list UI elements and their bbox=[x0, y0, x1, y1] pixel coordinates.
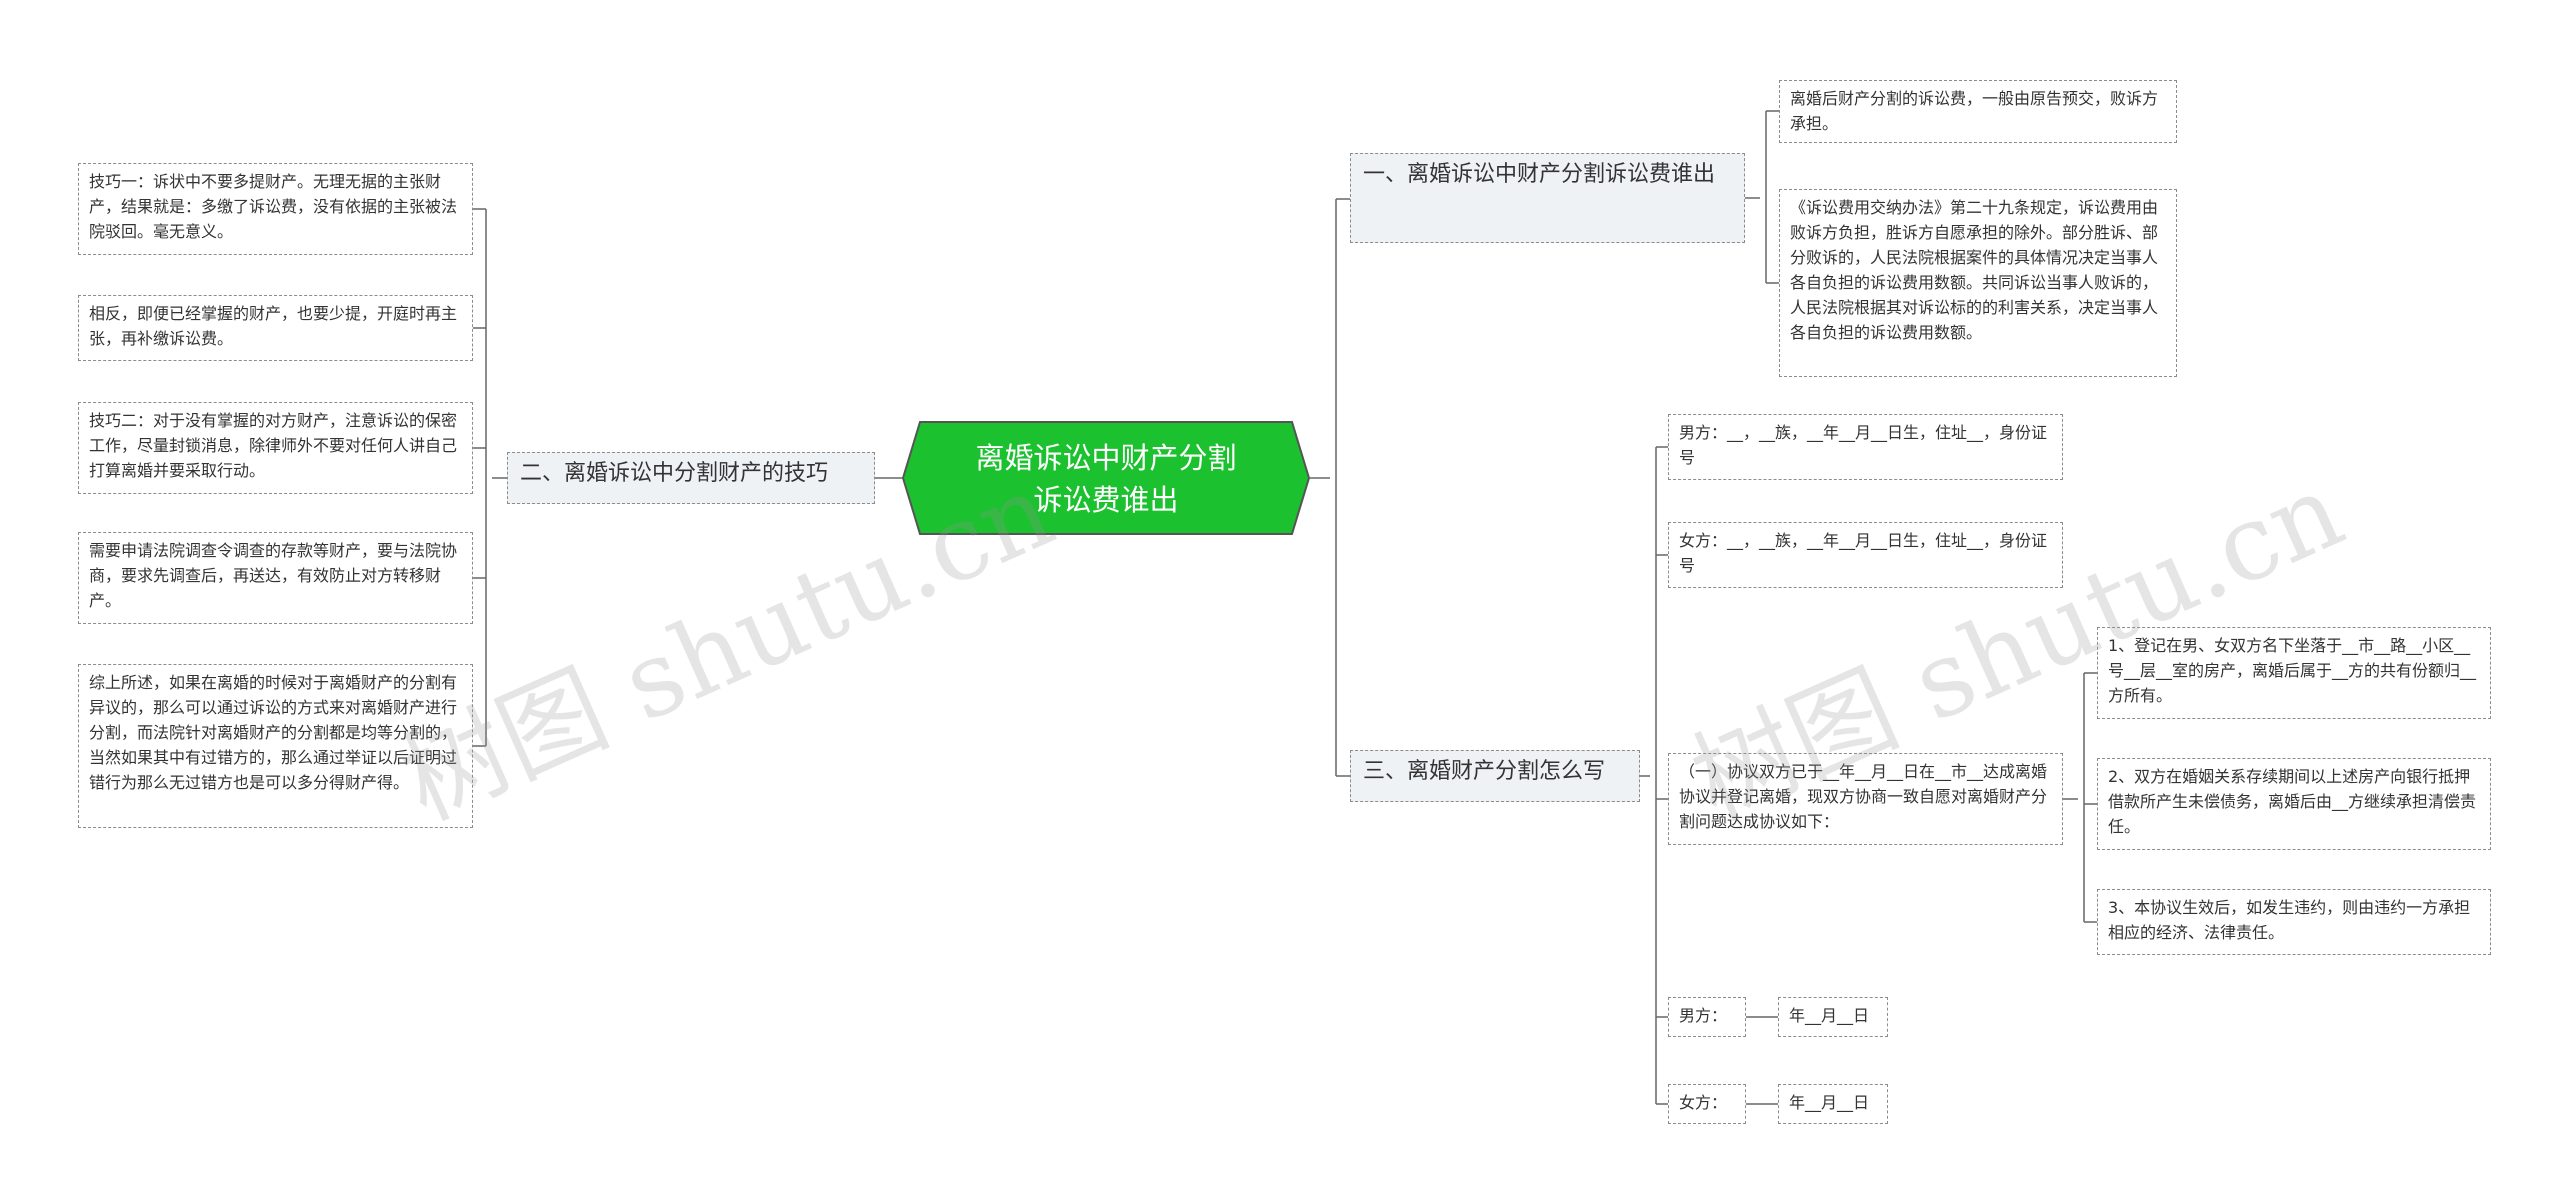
leaf-female-date[interactable]: 年__月__日 bbox=[1778, 1084, 1888, 1124]
leaf-tip-one[interactable]: 技巧一：诉状中不要多提财产。无理无据的主张财产，结果就是：多缴了诉讼费，没有依据… bbox=[78, 163, 473, 255]
branch-litigation-fee-label: 一、离婚诉讼中财产分割诉讼费谁出 bbox=[1363, 162, 1716, 187]
leaf-male-sign-text: 男方： bbox=[1679, 1006, 1728, 1025]
leaf-female-sign[interactable]: 女方： bbox=[1668, 1084, 1746, 1124]
leaf-fee-prepaid[interactable]: 离婚后财产分割的诉讼费，一般由原告预交，败诉方承担。 bbox=[1779, 80, 2177, 143]
leaf-agreement-text: （一）协议双方已于__年__月__日在__市__达成离婚协议并登记离婚，现双方协… bbox=[1679, 762, 2048, 831]
branch-how-to-write[interactable]: 三、离婚财产分割怎么写 bbox=[1350, 750, 1640, 802]
leaf-summary[interactable]: 综上所述，如果在离婚的时候对于离婚财产的分割有异议的，那么可以通过诉讼的方式来对… bbox=[78, 664, 473, 828]
leaf-fee-regulation-text: 《诉讼费用交纳办法》第二十九条规定，诉讼费用由败诉方负担，胜诉方自愿承担的除外。… bbox=[1790, 198, 2159, 342]
leaf-male-sign[interactable]: 男方： bbox=[1668, 997, 1746, 1037]
leaf-female-date-text: 年__月__日 bbox=[1789, 1093, 1870, 1112]
leaf-clause-debt-text: 2、双方在婚姻关系存续期间以上述房产向银行抵押借款所产生未偿债务，离婚后由__方… bbox=[2108, 767, 2477, 836]
leaf-agreement[interactable]: （一）协议双方已于__年__月__日在__市__达成离婚协议并登记离婚，现双方协… bbox=[1668, 753, 2063, 845]
leaf-tip-two-text: 技巧二：对于没有掌握的对方财产，注意诉讼的保密工作，尽量封锁消息，除律师外不要对… bbox=[89, 411, 458, 480]
branch-division-tips-label: 二、离婚诉讼中分割财产的技巧 bbox=[520, 461, 829, 486]
leaf-female-info-text: 女方：__，__族，__年__月__日生，住址__，身份证号 bbox=[1679, 531, 2048, 575]
leaf-fee-prepaid-text: 离婚后财产分割的诉讼费，一般由原告预交，败诉方承担。 bbox=[1790, 89, 2159, 133]
center-topic-label: 离婚诉讼中财产分割诉讼费谁出 bbox=[975, 441, 1237, 517]
center-topic[interactable]: 离婚诉讼中财产分割诉讼费谁出 bbox=[902, 421, 1310, 535]
branch-how-to-write-label: 三、离婚财产分割怎么写 bbox=[1363, 759, 1606, 784]
leaf-fee-regulation[interactable]: 《诉讼费用交纳办法》第二十九条规定，诉讼费用由败诉方负担，胜诉方自愿承担的除外。… bbox=[1779, 189, 2177, 377]
leaf-tip-two[interactable]: 技巧二：对于没有掌握的对方财产，注意诉讼的保密工作，尽量封锁消息，除律师外不要对… bbox=[78, 402, 473, 494]
leaf-investigation-order[interactable]: 需要申请法院调查令调查的存款等财产，要与法院协商，要求先调查后，再送达，有效防止… bbox=[78, 532, 473, 624]
leaf-male-info[interactable]: 男方：__，__族，__年__月__日生，住址__，身份证号 bbox=[1668, 414, 2063, 480]
leaf-clause-debt[interactable]: 2、双方在婚姻关系存续期间以上述房产向银行抵押借款所产生未偿债务，离婚后由__方… bbox=[2097, 758, 2491, 850]
leaf-investigation-order-text: 需要申请法院调查令调查的存款等财产，要与法院协商，要求先调查后，再送达，有效防止… bbox=[89, 541, 458, 610]
leaf-clause-breach[interactable]: 3、本协议生效后，如发生违约，则由违约一方承担相应的经济、法律责任。 bbox=[2097, 889, 2491, 955]
leaf-tip-one-text: 技巧一：诉状中不要多提财产。无理无据的主张财产，结果就是：多缴了诉讼费，没有依据… bbox=[89, 172, 458, 241]
leaf-male-date-text: 年__月__日 bbox=[1789, 1006, 1870, 1025]
leaf-summary-text: 综上所述，如果在离婚的时候对于离婚财产的分割有异议的，那么可以通过诉讼的方式来对… bbox=[89, 673, 458, 792]
leaf-male-info-text: 男方：__，__族，__年__月__日生，住址__，身份证号 bbox=[1679, 423, 2048, 467]
leaf-female-info[interactable]: 女方：__，__族，__年__月__日生，住址__，身份证号 bbox=[1668, 522, 2063, 588]
branch-litigation-fee[interactable]: 一、离婚诉讼中财产分割诉讼费谁出 bbox=[1350, 153, 1745, 243]
leaf-tip-one-extra[interactable]: 相反，即便已经掌握的财产，也要少提，开庭时再主张，再补缴诉讼费。 bbox=[78, 295, 473, 361]
leaf-tip-one-extra-text: 相反，即便已经掌握的财产，也要少提，开庭时再主张，再补缴诉讼费。 bbox=[89, 304, 458, 348]
leaf-clause-property[interactable]: 1、登记在男、女双方名下坐落于__市__路__小区__号__层__室的房产，离婚… bbox=[2097, 627, 2491, 719]
leaf-clause-property-text: 1、登记在男、女双方名下坐落于__市__路__小区__号__层__室的房产，离婚… bbox=[2108, 636, 2477, 705]
branch-division-tips[interactable]: 二、离婚诉讼中分割财产的技巧 bbox=[507, 452, 875, 504]
leaf-clause-breach-text: 3、本协议生效后，如发生违约，则由违约一方承担相应的经济、法律责任。 bbox=[2108, 898, 2471, 942]
center-hexagon-shape bbox=[902, 421, 1310, 535]
leaf-male-date[interactable]: 年__月__日 bbox=[1778, 997, 1888, 1037]
leaf-female-sign-text: 女方： bbox=[1679, 1093, 1728, 1112]
